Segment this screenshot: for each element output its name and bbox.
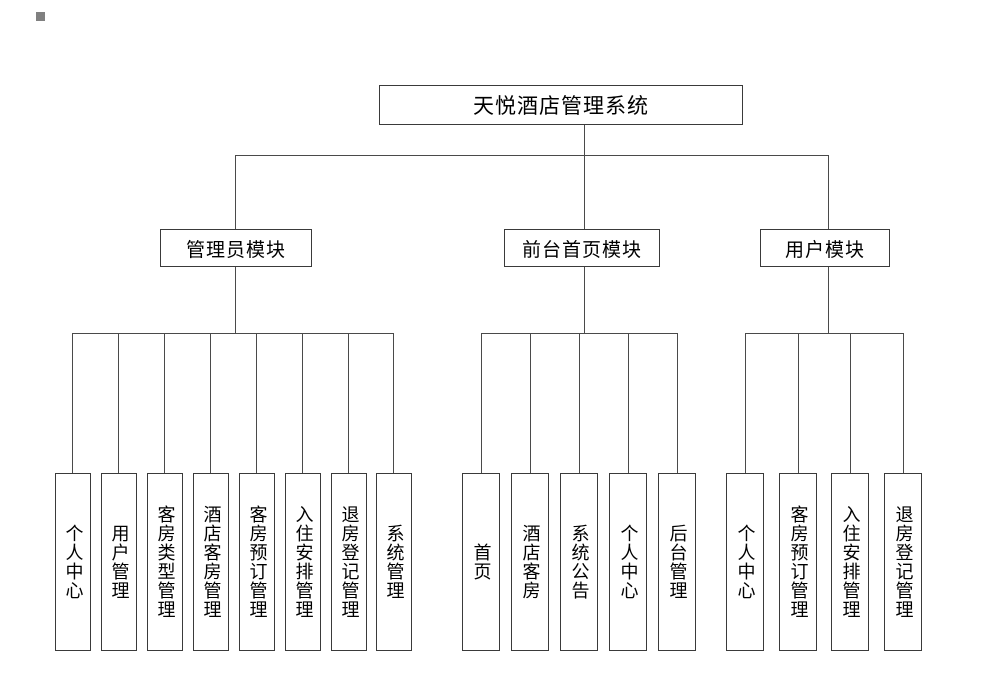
- connector-admin-drop-1: [72, 333, 73, 473]
- connector-frontdesk-drop-2: [530, 333, 531, 473]
- leaf-label-user-4: 退房登记管理: [893, 505, 914, 619]
- connector-level2-bus: [235, 155, 829, 156]
- leaf-label-admin-8: 系统管理: [384, 524, 405, 600]
- connector-user-drop-4: [903, 333, 904, 473]
- connector-user-drop-3: [850, 333, 851, 473]
- leaf-label-admin-3: 客房类型管理: [155, 505, 176, 619]
- leaf-node-frontdesk-3[interactable]: 系统公告: [560, 473, 598, 651]
- leaf-label-admin-4: 酒店客房管理: [201, 505, 222, 619]
- leaf-label-user-3: 入住安排管理: [840, 505, 861, 619]
- root-node-label: 天悦酒店管理系统: [473, 95, 649, 118]
- module-node-admin[interactable]: 管理员模块: [160, 229, 312, 267]
- connector-admin-bus: [72, 333, 393, 334]
- leaf-node-user-1[interactable]: 个人中心: [726, 473, 764, 651]
- connector-admin-stem: [235, 267, 236, 333]
- leaf-label-admin-5: 客房预订管理: [247, 505, 268, 619]
- leaf-node-admin-6[interactable]: 入住安排管理: [285, 473, 321, 651]
- leaf-label-admin-1: 个人中心: [63, 524, 84, 600]
- connector-admin-drop-7: [348, 333, 349, 473]
- connector-frontdesk-drop-1: [481, 333, 482, 473]
- leaf-label-frontdesk-3: 系统公告: [569, 524, 590, 600]
- connector-frontdesk-stem: [584, 267, 585, 333]
- leaf-label-user-1: 个人中心: [735, 524, 756, 600]
- connector-drop-admin: [235, 155, 236, 229]
- leaf-node-admin-7[interactable]: 退房登记管理: [331, 473, 367, 651]
- connector-frontdesk-drop-4: [628, 333, 629, 473]
- leaf-node-frontdesk-5[interactable]: 后台管理: [658, 473, 696, 651]
- leaf-node-admin-4[interactable]: 酒店客房管理: [193, 473, 229, 651]
- connector-drop-frontdesk: [584, 155, 585, 229]
- module-label-user: 用户模块: [784, 239, 865, 261]
- connector-admin-drop-4: [210, 333, 211, 473]
- connector-admin-drop-3: [164, 333, 165, 473]
- connector-root-stem: [584, 125, 585, 155]
- leaf-label-admin-7: 退房登记管理: [339, 505, 360, 619]
- connector-admin-drop-5: [256, 333, 257, 473]
- leaf-node-user-2[interactable]: 客房预订管理: [779, 473, 817, 651]
- module-node-user[interactable]: 用户模块: [760, 229, 890, 267]
- leaf-node-admin-5[interactable]: 客房预订管理: [239, 473, 275, 651]
- connector-admin-drop-8: [393, 333, 394, 473]
- corner-marker-icon: [36, 12, 45, 21]
- leaf-node-frontdesk-1[interactable]: 首页: [462, 473, 500, 651]
- connector-user-stem: [828, 267, 829, 333]
- leaf-label-admin-6: 入住安排管理: [293, 505, 314, 619]
- leaf-node-admin-2[interactable]: 用户管理: [101, 473, 137, 651]
- leaf-label-admin-2: 用户管理: [109, 524, 130, 600]
- module-label-frontdesk: 前台首页模块: [521, 239, 642, 261]
- connector-user-drop-1: [745, 333, 746, 473]
- connector-admin-drop-2: [118, 333, 119, 473]
- leaf-node-frontdesk-4[interactable]: 个人中心: [609, 473, 647, 651]
- leaf-label-user-2: 客房预订管理: [788, 505, 809, 619]
- connector-admin-drop-6: [302, 333, 303, 473]
- connector-drop-user: [828, 155, 829, 229]
- leaf-node-admin-1[interactable]: 个人中心: [55, 473, 91, 651]
- root-node-system-title[interactable]: 天悦酒店管理系统: [379, 85, 743, 125]
- module-label-admin: 管理员模块: [185, 239, 286, 261]
- leaf-label-frontdesk-1: 首页: [471, 543, 492, 581]
- leaf-node-user-3[interactable]: 入住安排管理: [831, 473, 869, 651]
- connector-user-bus: [745, 333, 903, 334]
- leaf-label-frontdesk-4: 个人中心: [618, 524, 639, 600]
- connector-frontdesk-drop-5: [677, 333, 678, 473]
- leaf-node-admin-3[interactable]: 客房类型管理: [147, 473, 183, 651]
- connector-frontdesk-drop-3: [579, 333, 580, 473]
- leaf-label-frontdesk-5: 后台管理: [667, 524, 688, 600]
- leaf-label-frontdesk-2: 酒店客房: [520, 524, 541, 600]
- connector-user-drop-2: [798, 333, 799, 473]
- leaf-node-admin-8[interactable]: 系统管理: [376, 473, 412, 651]
- leaf-node-frontdesk-2[interactable]: 酒店客房: [511, 473, 549, 651]
- module-node-frontdesk[interactable]: 前台首页模块: [504, 229, 660, 267]
- leaf-node-user-4[interactable]: 退房登记管理: [884, 473, 922, 651]
